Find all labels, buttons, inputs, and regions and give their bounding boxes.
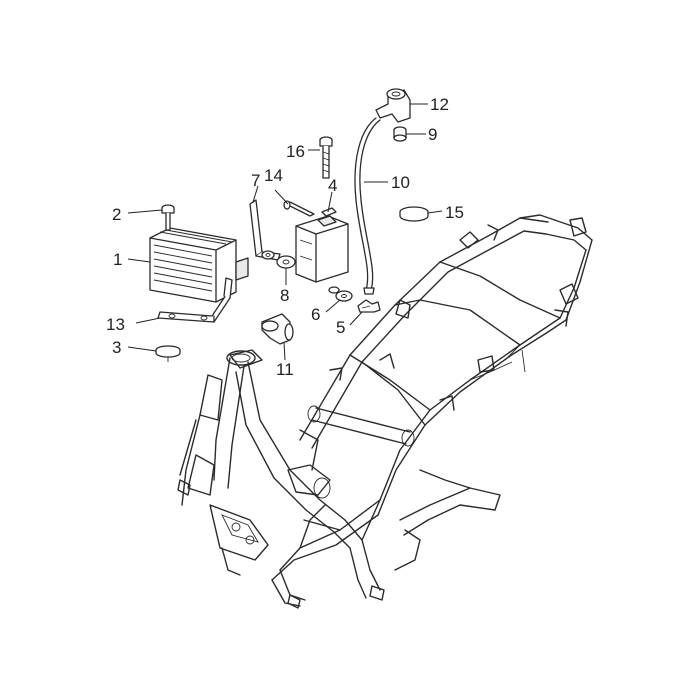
scooter-frame [177,214,593,609]
callout-14: 14 [264,166,283,185]
leader-line-3 [127,346,157,352]
ignition-coil-part [295,207,349,283]
callout-12: 12 [430,95,449,114]
voltage-regulator-part [149,227,249,303]
leader-line-4 [327,191,333,213]
screw-part-14 [283,200,315,217]
callout-1: 1 [113,250,122,269]
washer-part-8 [261,250,296,269]
leader-lines [127,103,443,361]
callout-4: 4 [328,176,337,195]
callout-13: 13 [106,315,125,334]
clamp-part-15 [399,206,429,222]
callout-16: 16 [286,142,305,161]
callout-2: 2 [112,205,121,224]
leader-line-1 [127,258,151,263]
screw-part-2 [161,204,175,231]
tee-fitting-part-11 [261,313,294,345]
pipe-part-10 [354,117,381,295]
callout-11: 11 [276,360,294,379]
callout-labels: 1 2 3 4 5 6 7 8 9 10 11 12 13 14 15 16 [106,95,464,379]
leader-line-15 [427,210,443,214]
callout-15: 15 [445,203,464,222]
leader-line-6 [325,299,341,313]
callout-6: 6 [311,305,320,324]
leader-line-2 [127,209,163,214]
callout-8: 8 [280,286,289,305]
callout-7: 7 [251,171,260,190]
leader-line-11 [283,341,286,361]
leader-line-7 [252,185,259,203]
callout-3: 3 [112,338,121,357]
leader-line-13 [135,317,161,324]
callout-9: 9 [428,125,437,144]
callout-5: 5 [336,318,345,337]
cap-part-9 [393,126,407,142]
washer-part-6 [328,286,353,302]
leader-line-14 [274,189,289,205]
clip-part-3 [155,345,181,362]
bolt-part-16 [319,136,333,179]
elbow-part-12 [375,88,411,123]
bracket-part-13 [157,277,233,323]
callout-10: 10 [391,173,410,192]
screw-part-5 [357,299,381,313]
leader-line-5 [349,311,363,326]
